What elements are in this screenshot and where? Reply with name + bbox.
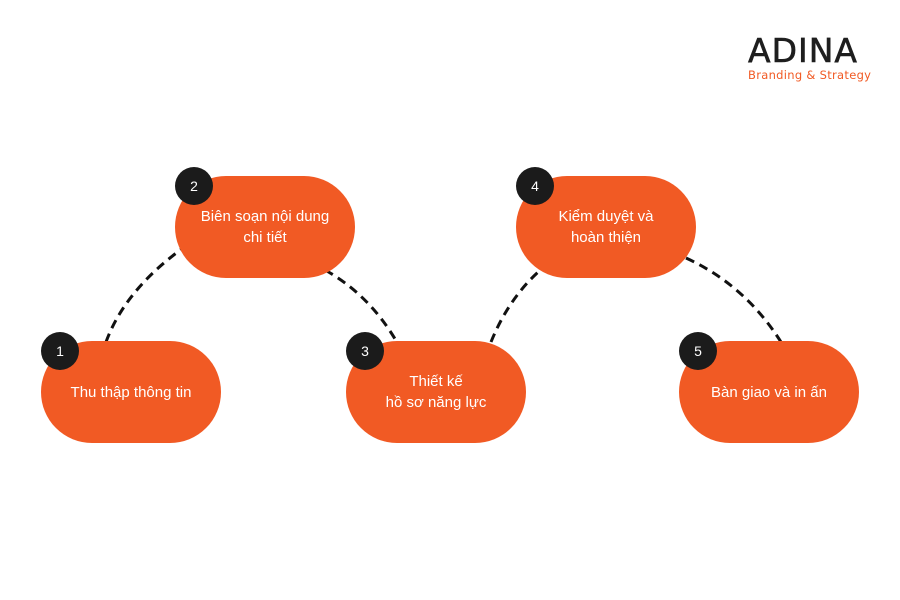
step-2-label: Biên soạn nội dung chi tiết <box>200 208 330 246</box>
connector-2-3 <box>324 268 400 345</box>
step-4-badge: 4 <box>516 167 554 205</box>
brand-tagline: Branding & Strategy <box>748 68 872 82</box>
connector-3-4 <box>489 264 546 343</box>
connector-1-2 <box>104 246 184 343</box>
brand-logo: ADINA Branding & Strategy <box>748 31 874 82</box>
step-3-label: Thiết kế hồ sơ năng lực <box>385 373 487 411</box>
step-4-label: Kiểm duyệt và hoàn thiện <box>558 208 654 246</box>
step-5-label: Bàn giao và in ấn <box>711 383 827 401</box>
step-1-badge: 1 <box>41 332 79 370</box>
step-2-card: Biên soạn nội dung chi tiết <box>175 176 355 278</box>
step-2-badge: 2 <box>175 167 213 205</box>
connector-4-5 <box>685 256 783 343</box>
step-5-badge: 5 <box>679 332 717 370</box>
brand-name: ADINA <box>748 31 858 70</box>
step-1-label: Thu thập thông tin <box>70 383 192 401</box>
step-3-badge: 3 <box>346 332 384 370</box>
